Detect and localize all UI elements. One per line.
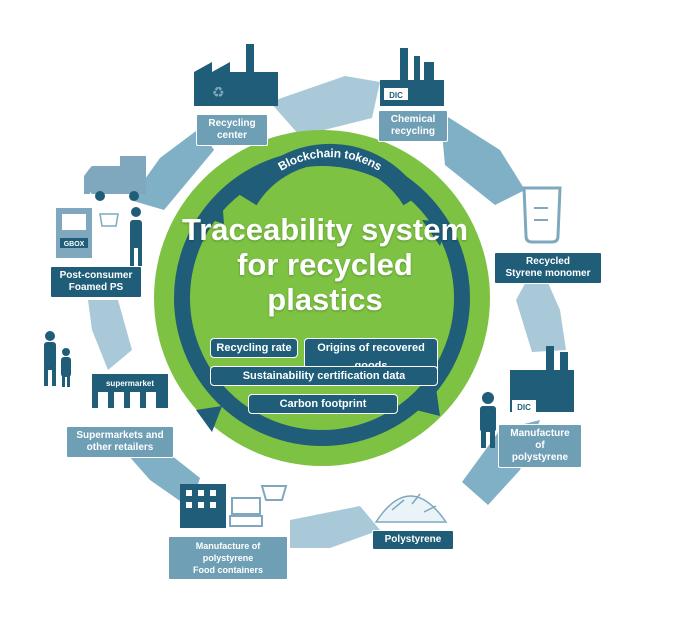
ring-arrow-segment: [290, 506, 380, 548]
label-line: center: [216, 130, 247, 141]
title-line: Traceability system: [181, 212, 469, 247]
label-supermarkets: Supermarkets and other retailers: [66, 426, 174, 458]
svg-text:DIC: DIC: [389, 91, 403, 100]
center-title: Traceability system for recycled plastic…: [170, 212, 480, 317]
label-line: Recycled: [526, 256, 570, 267]
chemical-plant-icon: DIC: [380, 48, 444, 106]
label-line: Manufacture of: [510, 428, 570, 451]
inner-arrow-head: [200, 198, 224, 224]
label-food-containers: Manufacture of polystyrene Food containe…: [168, 536, 288, 580]
label-manufacture-polystyrene: Manufacture of polystyrene: [498, 424, 582, 468]
label-line: polystyrene: [511, 452, 569, 463]
collection-box-icon: GBOX: [56, 208, 119, 258]
label-line: Recycling: [208, 118, 256, 129]
polystyrene-plant-icon: DIC: [510, 346, 574, 412]
ring-arrow-segment: [270, 76, 380, 136]
svg-text:supermarket: supermarket: [106, 379, 154, 388]
person-icon: [130, 207, 142, 266]
label-line: Polystyrene: [384, 534, 442, 545]
beaker-icon: [522, 186, 562, 244]
label-line: Supermarkets and: [76, 430, 164, 441]
food-container-icon: [229, 485, 288, 527]
inner-arrow-head: [416, 388, 440, 416]
ribbon-band: [239, 144, 421, 206]
family-icon: [44, 331, 71, 387]
label-post-consumer: Post-consumer Foamed PS: [50, 266, 142, 298]
pill-recycling-rate: Recycling rate: [210, 338, 298, 358]
ring-arrow-segment: [88, 300, 132, 370]
factory-recycling-icon: ♻: [194, 44, 278, 106]
label-line: recycling: [391, 126, 435, 137]
label-line: other retailers: [86, 442, 154, 453]
title-line: plastics: [267, 282, 383, 317]
label-line: Foamed PS: [68, 282, 124, 293]
inner-arrow-head: [196, 406, 222, 432]
label-line: Chemical: [390, 114, 436, 125]
ring-arrow-segment: [440, 112, 525, 205]
title-line: for recycled: [237, 247, 413, 282]
svg-text:GBOX: GBOX: [64, 241, 85, 248]
inner-arrow-head: [422, 220, 448, 246]
label-line: Food containers: [192, 565, 263, 575]
pellets-icon: [374, 493, 448, 523]
label-line: Styrene monomer: [505, 268, 591, 279]
label-recycled-styrene: Recycled Styrene monomer: [494, 252, 602, 284]
label-polystyrene: Polystyrene: [372, 530, 454, 550]
label-line: Post-consumer: [59, 270, 133, 281]
pill-carbon-footprint: Carbon footprint: [248, 394, 398, 414]
svg-text:♻: ♻: [212, 85, 225, 101]
label-chemical-recycling: Chemical recycling: [378, 110, 448, 142]
worker-icon: [480, 392, 496, 448]
pill-sustainability: Sustainability certification data: [210, 366, 438, 386]
office-building-icon: [180, 484, 226, 528]
label-line: Manufacture of polystyrene: [195, 541, 261, 563]
label-recycling-center: Recycling center: [196, 114, 268, 146]
truck-icon: [84, 156, 146, 201]
supermarket-icon: supermarket: [92, 374, 168, 408]
ring-arrow-segment: [130, 128, 214, 210]
svg-text:DIC: DIC: [517, 403, 531, 412]
